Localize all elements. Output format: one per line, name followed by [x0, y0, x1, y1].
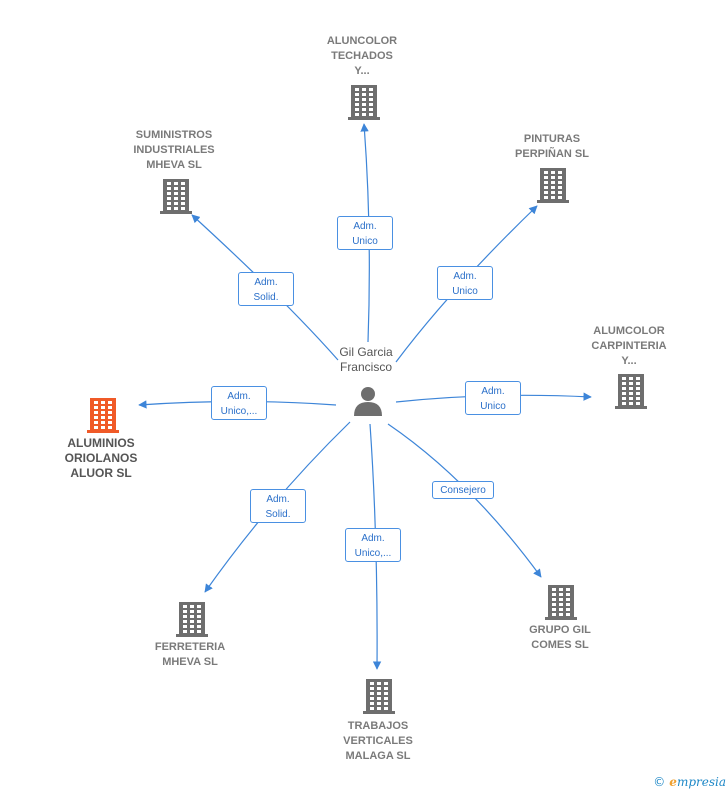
copyright-symbol: © — [653, 775, 666, 789]
company-label-suministros[interactable]: SUMINISTROS INDUSTRIALES MHEVA SL — [133, 128, 215, 171]
suministros-building-icon — [160, 179, 192, 214]
brand-footer: ©empresia — [653, 775, 726, 789]
alumcolor-building-icon — [615, 374, 647, 409]
edge-label-alumcolor[interactable]: Adm. Unico — [465, 381, 521, 415]
icons-layer — [87, 85, 647, 714]
edge-grupo — [387, 423, 542, 578]
company-label-aluminios[interactable]: ALUMINIOS ORIOLANOS ALUOR SL — [64, 435, 138, 480]
ferreteria-building-icon — [176, 602, 208, 637]
center-person-name[interactable]: Gil Garcia Francisco — [339, 345, 393, 374]
edge-label-pinturas[interactable]: Adm. Unico — [437, 266, 493, 300]
edge-label-suministros[interactable]: Adm. Solid. — [238, 272, 294, 306]
aluncolor-building-icon — [348, 85, 380, 120]
pinturas-building-icon — [537, 168, 569, 203]
edge-label-ferreteria[interactable]: Adm. Solid. — [250, 489, 306, 523]
trabajos-building-icon — [363, 679, 395, 714]
edge-label-trabajos[interactable]: Adm. Unico,... — [345, 528, 401, 562]
company-label-alumcolor[interactable]: ALUMCOLOR CARPINTERIA Y... — [591, 324, 667, 367]
edge-label-grupo[interactable]: Consejero — [432, 481, 494, 499]
company-label-trabajos[interactable]: TRABAJOS VERTICALES MALAGA SL — [343, 719, 413, 762]
person-icon — [354, 387, 382, 416]
edge-label-aluminios[interactable]: Adm. Unico,... — [211, 386, 267, 420]
aluminios-building-icon — [87, 398, 119, 433]
company-label-ferreteria[interactable]: FERRETERIA MHEVA SL — [154, 641, 226, 668]
brand-logo-e: e — [669, 775, 677, 789]
company-label-aluncolor[interactable]: ALUNCOLOR TECHADOS Y... — [326, 34, 398, 77]
brand-logo-text: mpresia — [676, 775, 726, 789]
edge-label-aluncolor[interactable]: Adm. Unico — [337, 216, 393, 250]
company-label-grupo[interactable]: GRUPO GIL COMES SL — [529, 624, 591, 651]
company-label-pinturas[interactable]: PINTURAS PERPIÑAN SL — [515, 133, 589, 160]
grupo-building-icon — [545, 585, 577, 620]
